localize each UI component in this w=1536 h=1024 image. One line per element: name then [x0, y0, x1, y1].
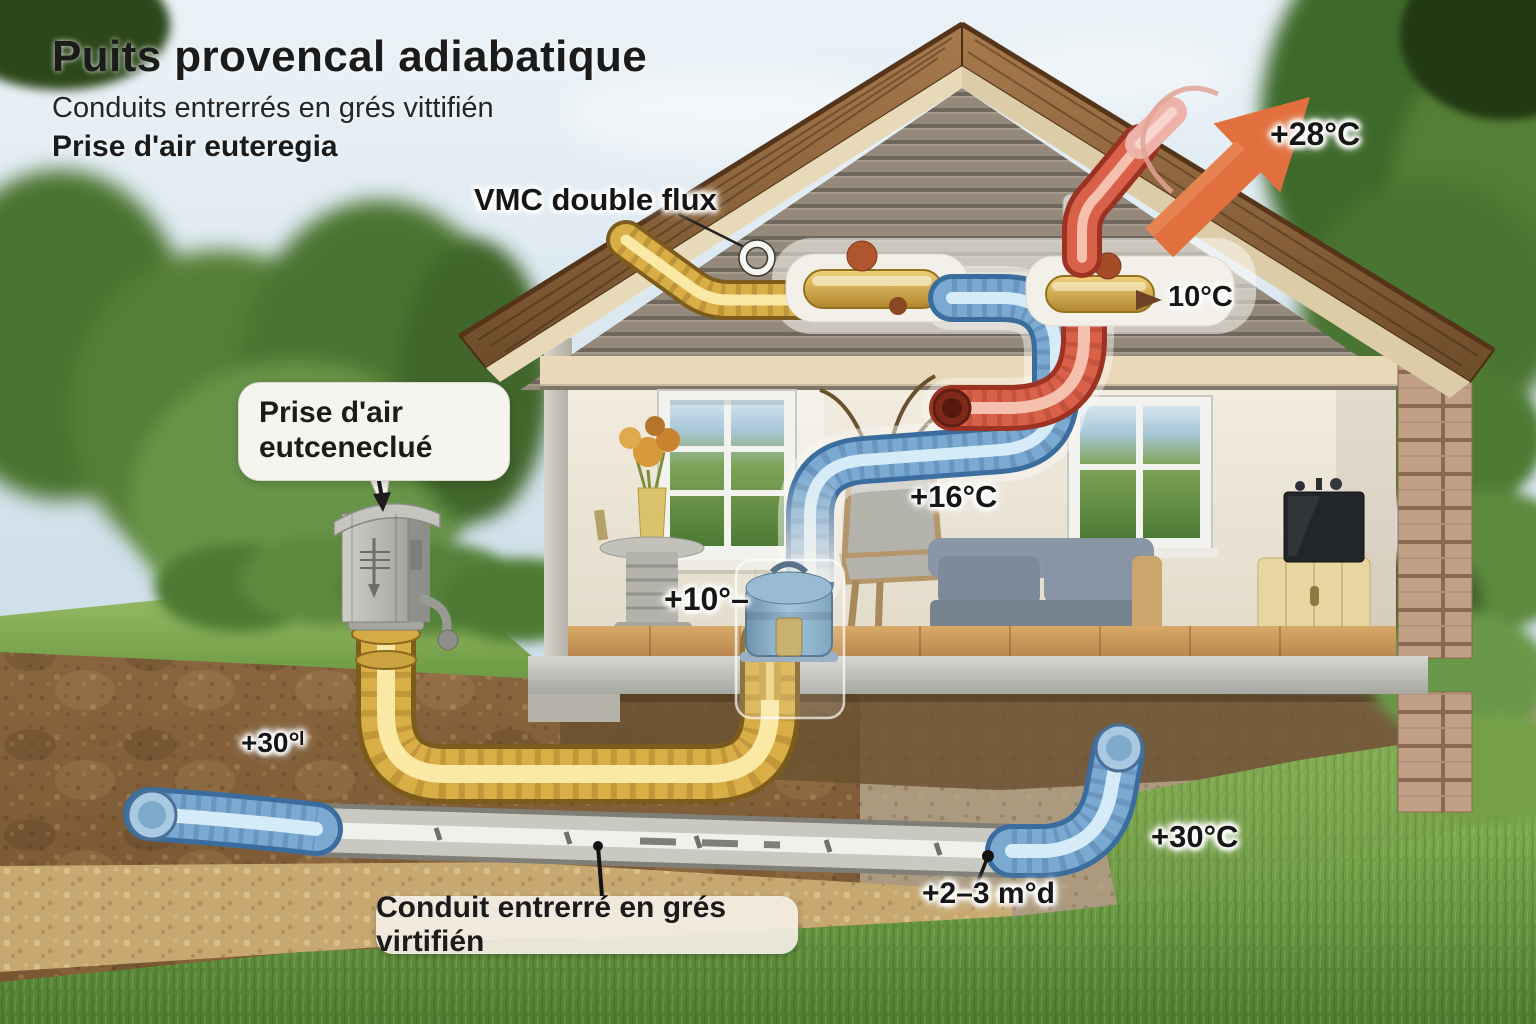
unit-outlet-temp-label: 10°C: [1168, 281, 1233, 313]
diagram-subtitle: Conduits entrerrés en grés vittifién: [52, 92, 494, 124]
title-block: Puits provencal adiabatique Conduits ent…: [52, 32, 647, 164]
vitrified-conduit: [291, 803, 1041, 878]
brick-pillar-base: [1397, 691, 1473, 813]
conduit-leader-line: [596, 845, 604, 897]
conduit-blue-end-left: [123, 787, 343, 856]
indoor-air-unit: [734, 558, 846, 720]
cone-pointer-icon: [1136, 290, 1162, 310]
window-right: [1062, 395, 1218, 558]
air-intake-box: [333, 503, 459, 651]
exhaust-arrow-icon: [1145, 96, 1311, 258]
diagram-title: Puits provencal adiabatique: [52, 32, 648, 81]
vmc-pointer-ring-icon: [738, 239, 776, 277]
air-intake-bubble-line2: eutceneclué: [259, 431, 433, 465]
conduit-blue-elbow-right: [985, 723, 1145, 878]
wood-floor: [568, 626, 1396, 660]
vmc-label: VMC double flux: [474, 182, 717, 217]
diagram-subtitle-2: Prise d'air euteregia: [52, 130, 338, 163]
exhaust-pipe-roof: [1062, 97, 1187, 278]
airflow-swirl: [1140, 85, 1220, 194]
air-intake-bubble-line1: Prise d'air: [259, 396, 403, 429]
ceiling-beam: [540, 356, 1408, 386]
tv-unit: [1283, 478, 1365, 563]
air-intake-bubble: Prise d'air eutceneclué: [238, 382, 510, 481]
duct-system: [123, 85, 1311, 878]
room-temp-label: +16°C: [910, 479, 998, 514]
heat-exchanger-unit-left: [785, 240, 969, 323]
exhaust-temp-label: +28°C: [1270, 116, 1361, 152]
soil-temp-right-label: +30°C: [1151, 819, 1239, 854]
soil-temp-left-label: +30°ˡ: [241, 727, 304, 758]
burial-depth-label: +2–3 m°d: [922, 877, 1055, 910]
roof-intake-pipe: [606, 220, 840, 320]
brick-pillar: [1397, 349, 1473, 659]
window-left: [650, 389, 802, 574]
depth-leader-line: [972, 855, 990, 893]
exhaust-pipe-red: [929, 303, 1107, 431]
foundation: [528, 656, 1428, 694]
buried-conduit-label: Conduit entrerré en grés virtifién: [376, 891, 798, 958]
supply-temp-label: +10°–: [664, 581, 749, 617]
buried-gold-pipe: [355, 604, 800, 804]
vmc-leader-line: [677, 212, 749, 251]
left-wall-post: [544, 338, 572, 694]
